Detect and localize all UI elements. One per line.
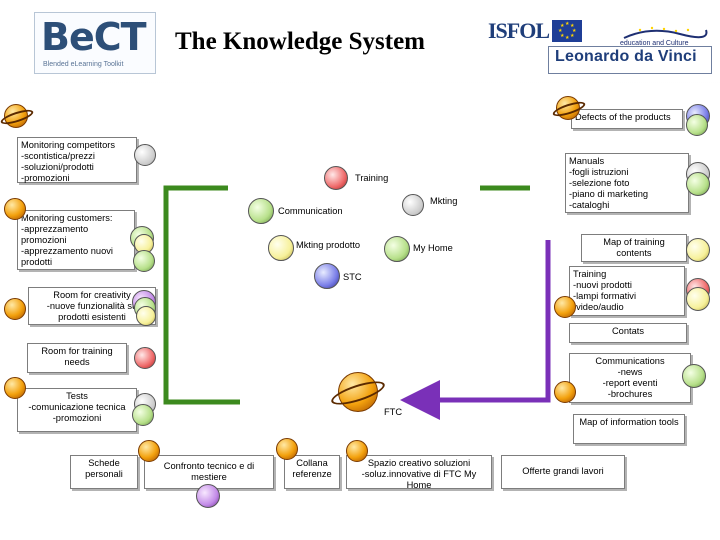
map-info-box: Map of information tools	[573, 414, 685, 444]
education-culture-label: education and Culture	[620, 40, 689, 47]
creativity-node-3-icon[interactable]	[136, 306, 156, 326]
offerte-box: Offerte grandi lavori	[501, 455, 625, 489]
bect-logo: BeCT Blended eLearning Toolkit	[34, 12, 156, 74]
defects-box: Defects of the products	[571, 109, 683, 129]
room-training-node-icon[interactable]	[134, 347, 156, 369]
planet-customers-icon[interactable]	[4, 198, 26, 220]
header: BeCT Blended eLearning Toolkit The Knowl…	[0, 0, 720, 82]
tests-node-2-icon[interactable]	[132, 404, 154, 426]
training-label: Training	[355, 173, 389, 183]
communication-node-icon[interactable]	[248, 198, 274, 224]
mkting-node-icon[interactable]	[402, 194, 424, 216]
customers-box: Monitoring customers: -apprezzamento pro…	[17, 210, 135, 270]
training-node-icon[interactable]	[324, 166, 348, 190]
training-list-box: Training -nuovi prodotti -lampi formativ…	[569, 266, 685, 316]
communications-box: Communications -news -report eventi -bro…	[569, 353, 691, 403]
schede-box: Schede personali	[70, 455, 138, 489]
leonardo-logo	[548, 46, 712, 74]
confronto-box: Confronto tecnico e di mestiere	[144, 455, 274, 489]
my-home-label: My Home	[413, 243, 453, 253]
education-culture-logo-icon	[623, 26, 708, 39]
room-training-box: Room for training needs	[27, 343, 127, 373]
planet-confronto-icon[interactable]	[138, 440, 160, 462]
stc-label: STC	[343, 272, 362, 282]
tests-box: Tests -comunicazione tecnica -promozioni	[17, 388, 137, 432]
planet-contats-icon[interactable]	[554, 296, 576, 318]
defects-node-2-icon[interactable]	[686, 114, 708, 136]
collana-box: Collana referenze	[284, 455, 340, 489]
planet-tests-icon[interactable]	[4, 377, 26, 399]
spazio-box: Spazio creativo soluzioni -soluz.innovat…	[346, 455, 492, 490]
stc-node-icon[interactable]	[314, 263, 340, 289]
planet-icon[interactable]	[4, 104, 28, 128]
green-bracket-left	[163, 185, 240, 405]
competitors-box: Monitoring competitors -scontistica/prez…	[17, 137, 137, 183]
isfol-logo: ISFOL	[488, 18, 550, 43]
planet-ftc-icon[interactable]	[338, 372, 378, 412]
mkting-label: Mkting	[430, 196, 458, 206]
mkting-prodotto-label: Mkting prodotto	[296, 240, 361, 250]
logo-text: BeCT	[41, 15, 147, 59]
manuals-box: Manuals -fogli istruzioni -selezione fot…	[565, 153, 689, 213]
planet-collana-icon[interactable]	[276, 438, 298, 460]
my-home-node-icon[interactable]	[384, 236, 410, 262]
confronto-node-icon[interactable]	[196, 484, 220, 508]
planet-map-info-icon[interactable]	[554, 381, 576, 403]
map-training-box: Map of training contents	[581, 234, 687, 262]
mkting-prodotto-node-icon[interactable]	[268, 235, 294, 261]
contats-box: Contats	[569, 323, 687, 343]
manuals-node-2-icon[interactable]	[686, 172, 710, 196]
leonardo-label: Leonardo da Vinci	[555, 48, 697, 65]
map-training-node-icon[interactable]	[686, 238, 710, 262]
training-list-node-2-icon[interactable]	[686, 287, 710, 311]
planet-spazio-icon[interactable]	[346, 440, 368, 462]
communications-node-icon[interactable]	[682, 364, 706, 388]
eu-flag-icon: ★ ★ ★ ★ ★ ★ ★ ★	[552, 20, 582, 42]
logo-subtitle: Blended eLearning Toolkit	[43, 61, 124, 68]
purple-arrow	[400, 240, 551, 420]
node-circle-icon[interactable]	[134, 144, 156, 166]
planet-defects-icon[interactable]	[556, 96, 580, 120]
communication-label: Communication	[278, 206, 343, 216]
page-title: The Knowledge System	[175, 28, 425, 55]
planet-creativity-icon[interactable]	[4, 298, 26, 320]
ftc-label: FTC	[384, 407, 403, 417]
customers-node-3-icon[interactable]	[133, 250, 155, 272]
